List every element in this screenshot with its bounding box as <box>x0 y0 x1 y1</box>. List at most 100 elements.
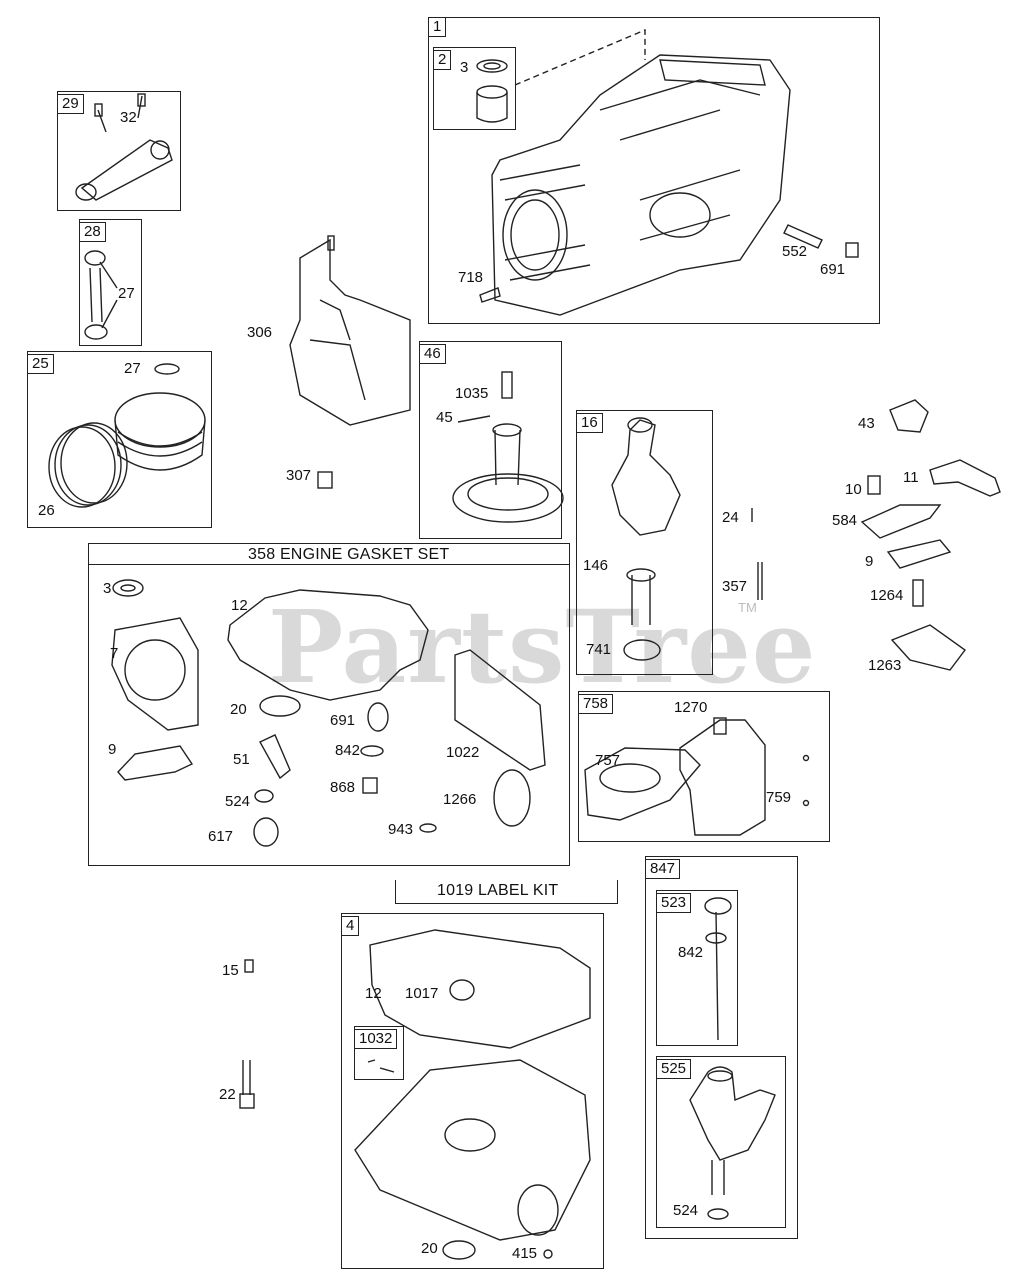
fitting-691-drawing <box>845 242 859 258</box>
oil-sump-drawing <box>354 929 591 1260</box>
fastener-15-drawing <box>244 959 254 973</box>
gasket-set-drawing <box>111 579 546 847</box>
part-842-label[interactable]: 842 <box>335 742 361 759</box>
part-20-label[interactable]: 20 <box>230 701 247 718</box>
part-7-label[interactable]: 7 <box>110 645 119 662</box>
part-3-label[interactable]: 3 <box>460 59 469 76</box>
part-552-label[interactable]: 552 <box>782 243 808 260</box>
stud-22-drawing <box>242 1060 251 1095</box>
part-26-label[interactable]: 26 <box>38 502 55 519</box>
part-12b-label[interactable]: 12 <box>365 985 382 1002</box>
group-25-tag[interactable]: 25 <box>27 354 54 374</box>
piston-rings-drawing <box>48 422 128 508</box>
group-847-box <box>645 856 798 1239</box>
part-1035-label[interactable]: 1035 <box>455 385 489 402</box>
part-842b-label[interactable]: 842 <box>678 944 704 961</box>
crankshaft-drawing <box>611 417 763 661</box>
part-718-label[interactable]: 718 <box>458 269 484 286</box>
part-691b-label[interactable]: 691 <box>330 712 356 729</box>
part-12-label[interactable]: 12 <box>231 597 248 614</box>
label-kit-bracket <box>395 880 618 904</box>
dipstick-tube-drawing <box>689 1066 776 1220</box>
group-1-tag[interactable]: 1 <box>428 17 447 37</box>
group-28-tag[interactable]: 28 <box>79 222 106 242</box>
group-1032-box <box>354 1026 404 1080</box>
part-43-label[interactable]: 43 <box>858 415 875 432</box>
seal-ring-drawing <box>476 59 508 73</box>
part-741-label[interactable]: 741 <box>586 641 612 658</box>
gasket-set-title: 358 ENGINE GASKET SET <box>248 546 450 563</box>
part-617-label[interactable]: 617 <box>208 828 234 845</box>
part-306-label[interactable]: 306 <box>247 324 273 341</box>
part-51-label[interactable]: 51 <box>233 751 250 768</box>
cylinder-sleeve-drawing <box>476 92 508 123</box>
part-32-label[interactable]: 32 <box>120 109 137 126</box>
part-759-label[interactable]: 759 <box>766 789 792 806</box>
label-kit-title[interactable]: 1019 LABEL KIT <box>437 882 559 899</box>
group-525-box <box>656 1056 786 1228</box>
part-27-label[interactable]: 27 <box>118 285 135 302</box>
group-46-tag[interactable]: 46 <box>419 344 446 364</box>
pin-552-drawing <box>783 224 823 249</box>
air-shroud-drawing <box>289 235 411 426</box>
trademark-mark: TM <box>738 600 757 615</box>
part-1270-label[interactable]: 1270 <box>674 699 708 716</box>
part-584-label[interactable]: 584 <box>832 512 858 529</box>
part-524-label[interactable]: 524 <box>225 793 251 810</box>
part-691-label[interactable]: 691 <box>820 261 846 278</box>
group-46-box <box>419 341 562 539</box>
part-868-label[interactable]: 868 <box>330 779 356 796</box>
part-1264-label[interactable]: 1264 <box>870 587 904 604</box>
part-1263-label[interactable]: 1263 <box>868 657 902 674</box>
part-9b-label[interactable]: 9 <box>108 741 117 758</box>
group-16-tag[interactable]: 16 <box>576 413 603 433</box>
group-525-tag[interactable]: 525 <box>656 1059 692 1079</box>
gasket-set-title-bar <box>88 543 570 565</box>
part-757-label[interactable]: 757 <box>595 752 621 769</box>
partstree-watermark: PartsTree <box>268 588 817 706</box>
group-1032-tag[interactable]: 1032 <box>354 1029 398 1049</box>
part-1017-label[interactable]: 1017 <box>405 985 439 1002</box>
engine-block-drawing <box>491 54 791 316</box>
part-1266-label[interactable]: 1266 <box>443 791 477 808</box>
group-28-box <box>79 219 142 346</box>
part-3b-label[interactable]: 3 <box>103 580 112 597</box>
leader-line <box>514 28 646 86</box>
part-9-label[interactable]: 9 <box>865 553 874 570</box>
group-758-box <box>578 691 830 842</box>
dowel-pin-drawing <box>479 287 501 303</box>
governor-parts-drawing <box>860 399 1001 671</box>
part-45-label[interactable]: 45 <box>436 409 453 426</box>
part-1022-label[interactable]: 1022 <box>446 744 480 761</box>
camshaft-gear-drawing <box>452 371 564 523</box>
part-10-label[interactable]: 10 <box>845 481 862 498</box>
part-524b-label[interactable]: 524 <box>673 1202 699 1219</box>
group-1-box <box>428 17 880 324</box>
part-415-label[interactable]: 415 <box>512 1245 538 1262</box>
governor-assembly-drawing <box>584 717 810 836</box>
part-307-label[interactable]: 307 <box>286 467 312 484</box>
group-16-box <box>576 410 713 675</box>
group-847-tag[interactable]: 847 <box>645 859 681 879</box>
part-357-label[interactable]: 357 <box>722 578 748 595</box>
bolt-307-drawing <box>317 471 333 489</box>
group-2-tag[interactable]: 2 <box>433 50 452 70</box>
group-29-tag[interactable]: 29 <box>57 94 84 114</box>
group-4-box <box>341 913 604 1269</box>
part-20b-label[interactable]: 20 <box>421 1240 438 1257</box>
part-11-label[interactable]: 11 <box>903 469 919 486</box>
part-146-label[interactable]: 146 <box>583 557 609 574</box>
part-15-label[interactable]: 15 <box>222 962 239 979</box>
group-25-box <box>27 351 212 528</box>
group-29-box <box>57 91 181 211</box>
group-4-tag[interactable]: 4 <box>341 916 360 936</box>
group-523-box <box>656 890 738 1046</box>
part-943-label[interactable]: 943 <box>388 821 414 838</box>
part-22-label[interactable]: 22 <box>219 1086 236 1103</box>
group-523-tag[interactable]: 523 <box>656 893 692 913</box>
part-24-label[interactable]: 24 <box>722 509 739 526</box>
part-27b-label[interactable]: 27 <box>124 360 141 377</box>
connecting-rod-drawing <box>75 93 173 201</box>
group-758-tag[interactable]: 758 <box>578 694 614 714</box>
